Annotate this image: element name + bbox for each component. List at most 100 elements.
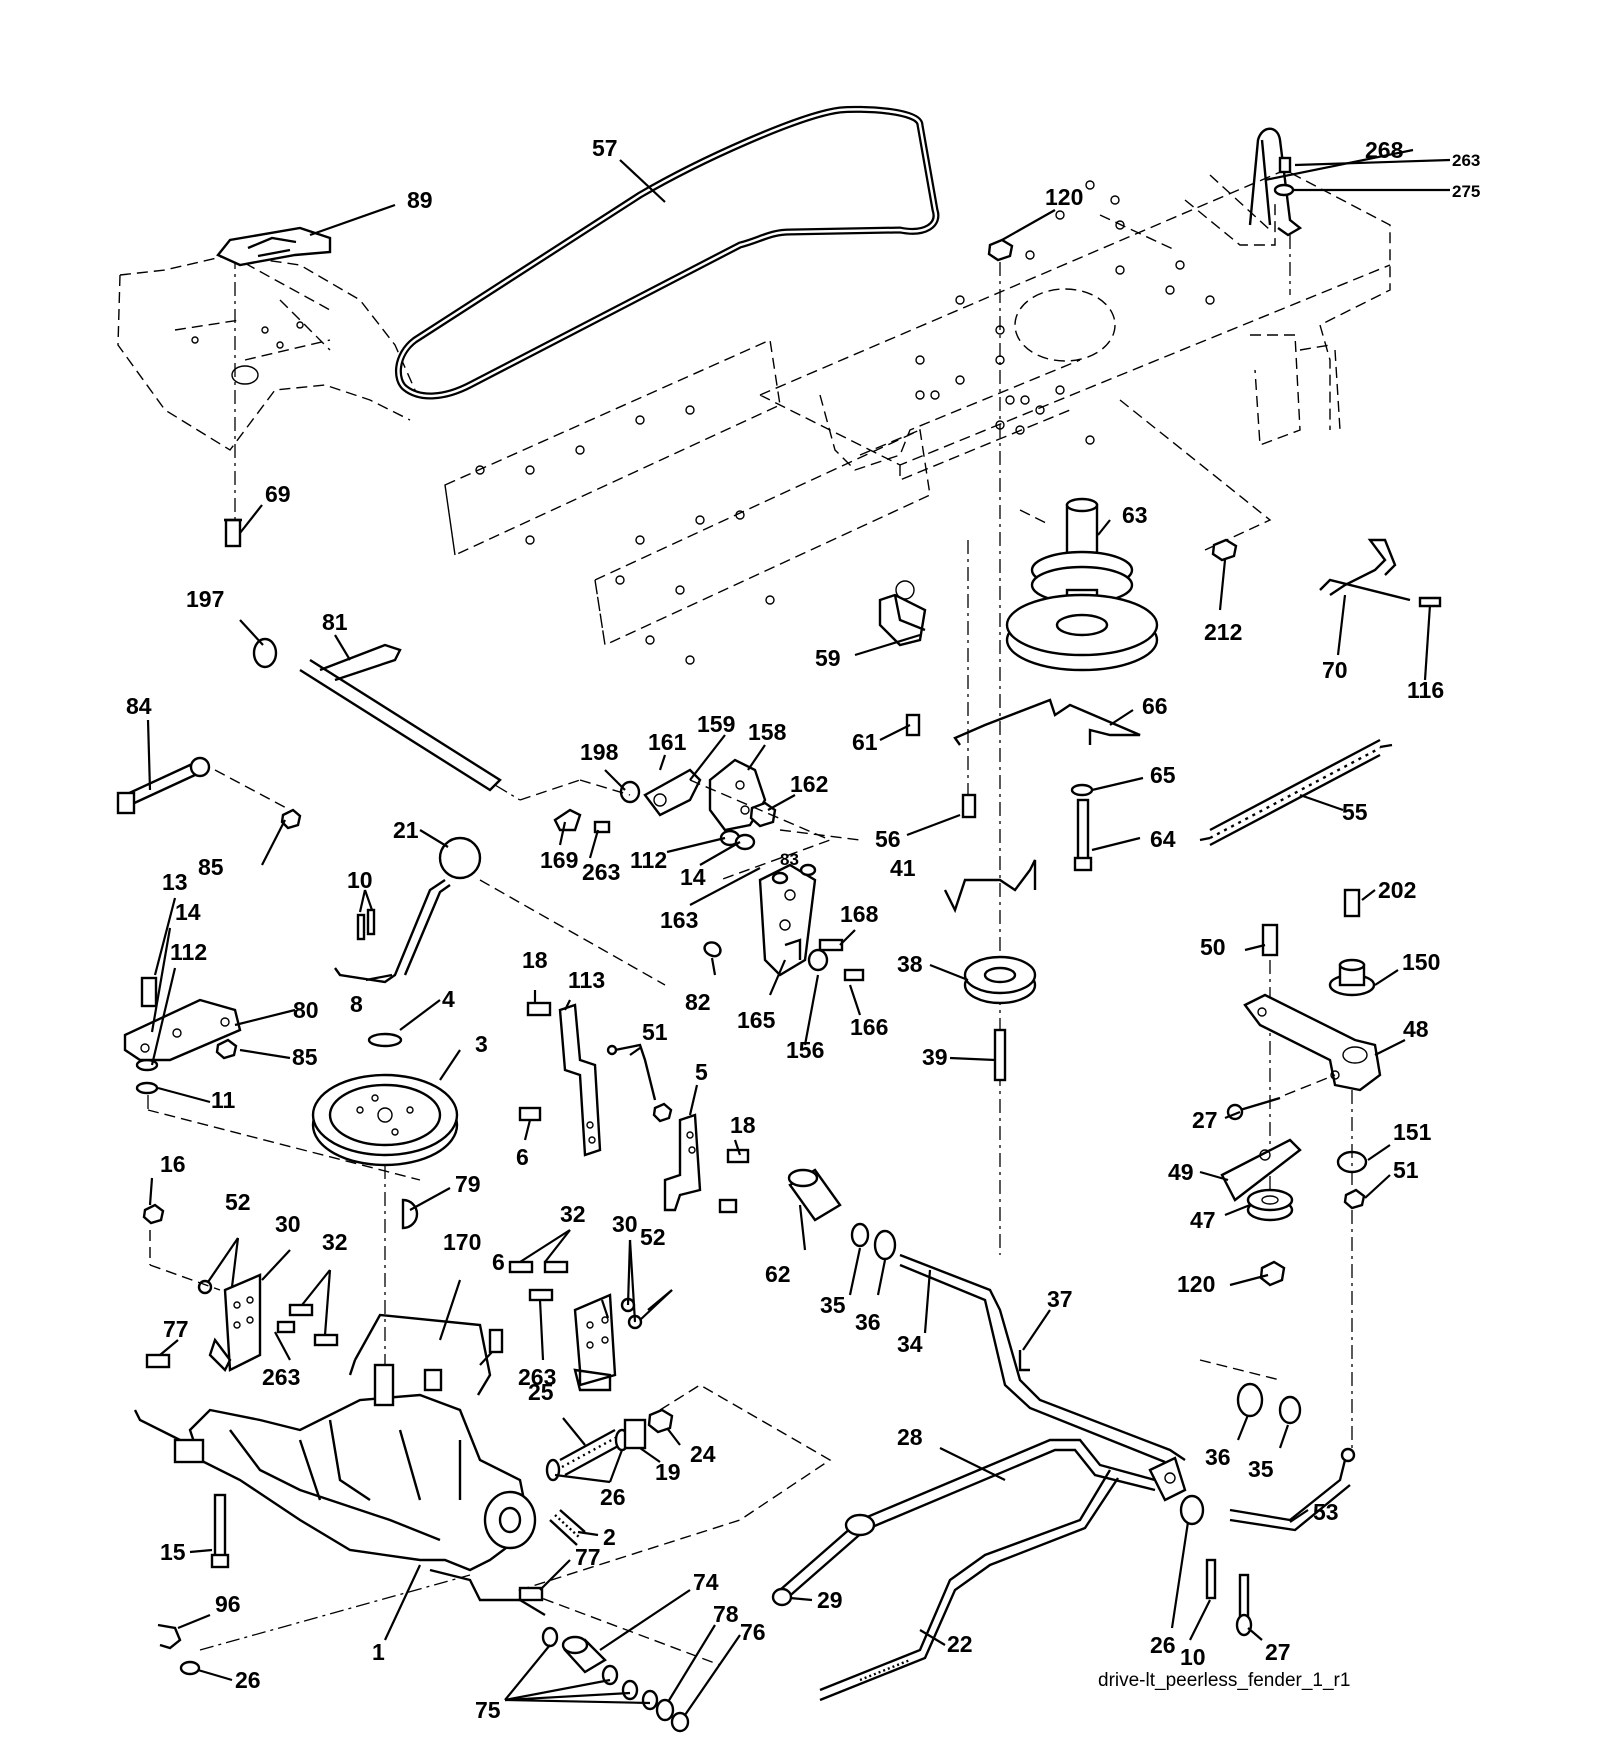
callout-15: 15 [160, 1539, 186, 1565]
part-22-rod [819, 1456, 1187, 1702]
part-85-nut [215, 1038, 238, 1060]
part-34-bar [899, 1253, 1186, 1464]
part-52-nuts-right [620, 1297, 643, 1330]
callout-4: 4 [442, 986, 455, 1012]
callout-11: 11 [211, 1087, 236, 1113]
callout-263-top: 263 [1452, 151, 1480, 170]
callout-52-right: 52 [640, 1224, 666, 1250]
part-27-pin-bottom [1235, 1573, 1253, 1637]
callout-24: 24 [690, 1441, 716, 1467]
part-156-washer [807, 948, 829, 972]
part-5-bracket [663, 1113, 702, 1212]
part-170-wire [348, 1313, 492, 1396]
part-6-bolt-right [488, 1328, 504, 1354]
callout-69: 69 [265, 481, 291, 507]
part-263-bolt-mid [593, 820, 611, 834]
callout-202: 202 [1378, 877, 1416, 903]
callout-2: 2 [603, 1524, 616, 1550]
callout-10-right: 10 [1180, 1644, 1206, 1670]
callout-263-right: 263 [518, 1364, 556, 1390]
part-263-bolt-left [276, 1320, 296, 1334]
part-18-bolt-left [526, 1001, 552, 1017]
callout-50: 50 [1200, 934, 1226, 960]
part-51-nut-small [652, 1102, 673, 1123]
callout-29: 29 [817, 1587, 843, 1613]
frame-outline [444, 169, 1391, 647]
axle-dashdot [199, 1574, 471, 1651]
part-25-spring [559, 1428, 621, 1477]
callout-28: 28 [897, 1424, 923, 1450]
callout-120-right: 120 [1177, 1271, 1215, 1297]
part-6-bolt-mid [718, 1198, 738, 1214]
callout-79: 79 [455, 1171, 481, 1197]
callout-19: 19 [655, 1459, 681, 1485]
callout-6-left: 6 [516, 1144, 529, 1170]
callout-35-right: 35 [1248, 1456, 1274, 1482]
part-84-linkage [116, 756, 291, 815]
part-30-bracket-right [573, 1293, 617, 1392]
part-35-washer-left [850, 1222, 870, 1248]
part-1-transaxle [133, 1363, 546, 1617]
callout-13: 13 [162, 869, 188, 895]
callout-26-left: 26 [235, 1667, 261, 1693]
part-55-spring [1199, 738, 1393, 847]
callout-82: 82 [685, 989, 711, 1015]
callout-22: 22 [947, 1631, 973, 1657]
part-11-washer [135, 1081, 421, 1181]
callout-21: 21 [393, 817, 419, 843]
callout-52-left: 52 [225, 1189, 251, 1215]
callout-197: 197 [186, 586, 224, 612]
callout-268: 268 [1365, 137, 1404, 163]
part-16-nut [142, 1203, 221, 1291]
callout-80: 80 [293, 997, 319, 1023]
callout-78: 78 [713, 1601, 739, 1627]
callout-166: 166 [850, 1014, 888, 1040]
part-150-pulley [1328, 958, 1376, 997]
callout-77-left: 77 [163, 1316, 189, 1342]
part-76-clip [670, 1711, 690, 1733]
part-28-rod [779, 1438, 1156, 1601]
part-30-bracket-left [208, 1273, 262, 1373]
callout-30-left: 30 [275, 1211, 301, 1237]
callout-32-left: 32 [322, 1229, 348, 1255]
part-197-bushing [252, 637, 278, 669]
callout-212: 212 [1204, 619, 1242, 645]
callout-27-bottom: 27 [1265, 1639, 1291, 1665]
part-26-washers-mid [545, 1428, 630, 1482]
part-65-washer [1070, 783, 1094, 797]
callout-85-left: 85 [292, 1044, 318, 1070]
callout-163: 163 [660, 907, 698, 933]
part-113-bracket [558, 1003, 602, 1157]
part-59-bracket [878, 580, 927, 737]
part-19-bushing [623, 1418, 647, 1450]
callout-65: 65 [1150, 762, 1176, 788]
callout-36-right: 36 [1205, 1444, 1231, 1470]
callout-57: 57 [592, 135, 618, 161]
callout-76: 76 [740, 1619, 766, 1645]
callout-159: 159 [697, 711, 735, 737]
part-77-key-left [145, 1353, 171, 1369]
callout-56: 56 [875, 826, 901, 852]
fender-outline [117, 254, 416, 520]
callout-74: 74 [693, 1569, 719, 1595]
part-159-lever [643, 768, 702, 817]
part-4-clip [367, 1032, 403, 1048]
callout-89: 89 [407, 187, 433, 213]
part-6-bolt-left [518, 1106, 542, 1122]
callout-41: 41 [890, 855, 916, 881]
callout-168: 168 [840, 901, 879, 927]
part-64-bolt [1073, 798, 1093, 872]
callout-66: 66 [1142, 693, 1168, 719]
part-69-bolt [224, 518, 242, 548]
part-268-ubolt [1248, 127, 1303, 295]
callout-161: 161 [648, 729, 687, 755]
callout-170: 170 [443, 1229, 481, 1255]
part-80-plate [123, 998, 242, 1062]
part-78-washer [655, 1698, 675, 1722]
part-21-knob [438, 836, 482, 880]
callout-51-right: 51 [1393, 1157, 1419, 1183]
callout-263-left: 263 [262, 1364, 300, 1390]
leader-lines [146, 148, 1451, 1716]
callout-263-mid: 263 [582, 859, 620, 885]
callout-169: 169 [540, 847, 578, 873]
